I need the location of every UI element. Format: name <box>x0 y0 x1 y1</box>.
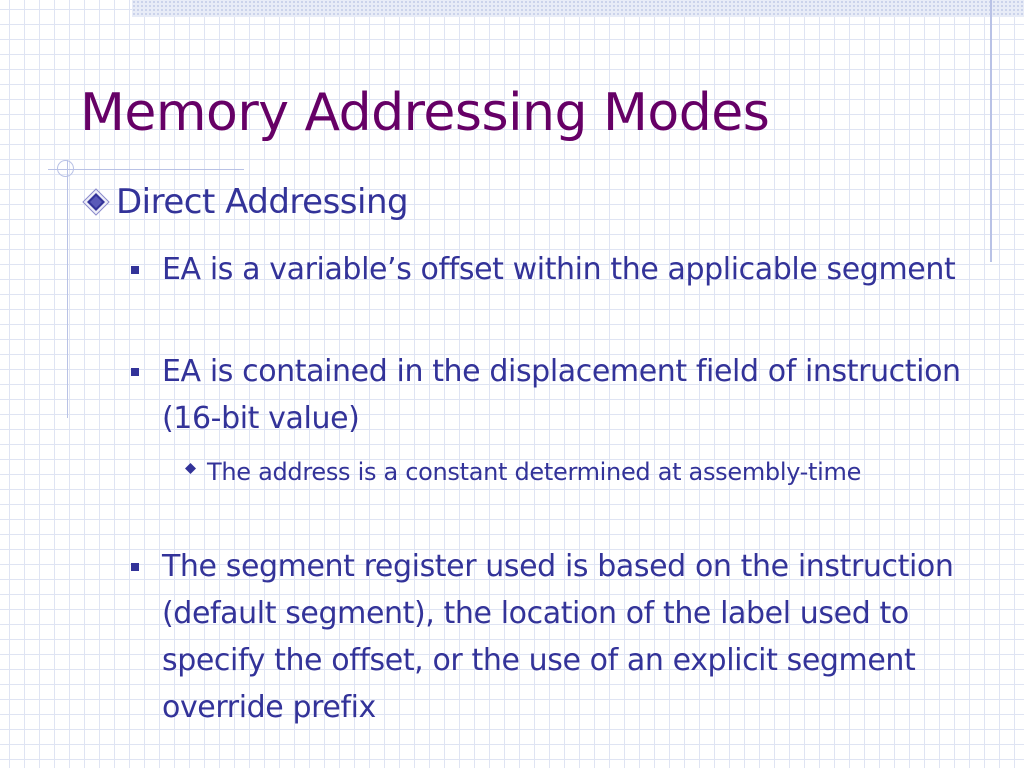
accent-circle-icon <box>57 160 74 177</box>
right-vertical-accent-line <box>990 0 992 262</box>
small-diamond-icon <box>185 463 196 474</box>
square-icon <box>131 368 139 376</box>
bullet-level2-item: EA is a variable’s offset within the app… <box>131 246 961 293</box>
bullet-level1-text: Direct Addressing <box>116 182 409 222</box>
bullet-level2-item: EA is contained in the displacement fiel… <box>131 348 961 442</box>
bullet-level2-text: EA is contained in the displacement fiel… <box>162 354 961 436</box>
bullet-level2-text: EA is a variable’s offset within the app… <box>162 252 956 287</box>
square-icon <box>131 563 139 571</box>
bullet-level2-text: The segment register used is based on th… <box>162 549 954 725</box>
diamond-icon <box>82 188 110 217</box>
left-horizontal-accent-line <box>48 169 244 170</box>
bullet-level1-item: Direct Addressing <box>82 182 409 223</box>
left-vertical-accent-line <box>67 160 68 418</box>
top-right-dotted-band <box>132 0 1024 17</box>
bullet-level3-item: The address is a constant determined at … <box>185 452 885 493</box>
bullet-level2-item: The segment register used is based on th… <box>131 543 961 731</box>
bullet-level3-text: The address is a constant determined at … <box>207 458 862 486</box>
slide-title: Memory Addressing Modes <box>80 83 770 143</box>
square-icon <box>131 266 139 274</box>
